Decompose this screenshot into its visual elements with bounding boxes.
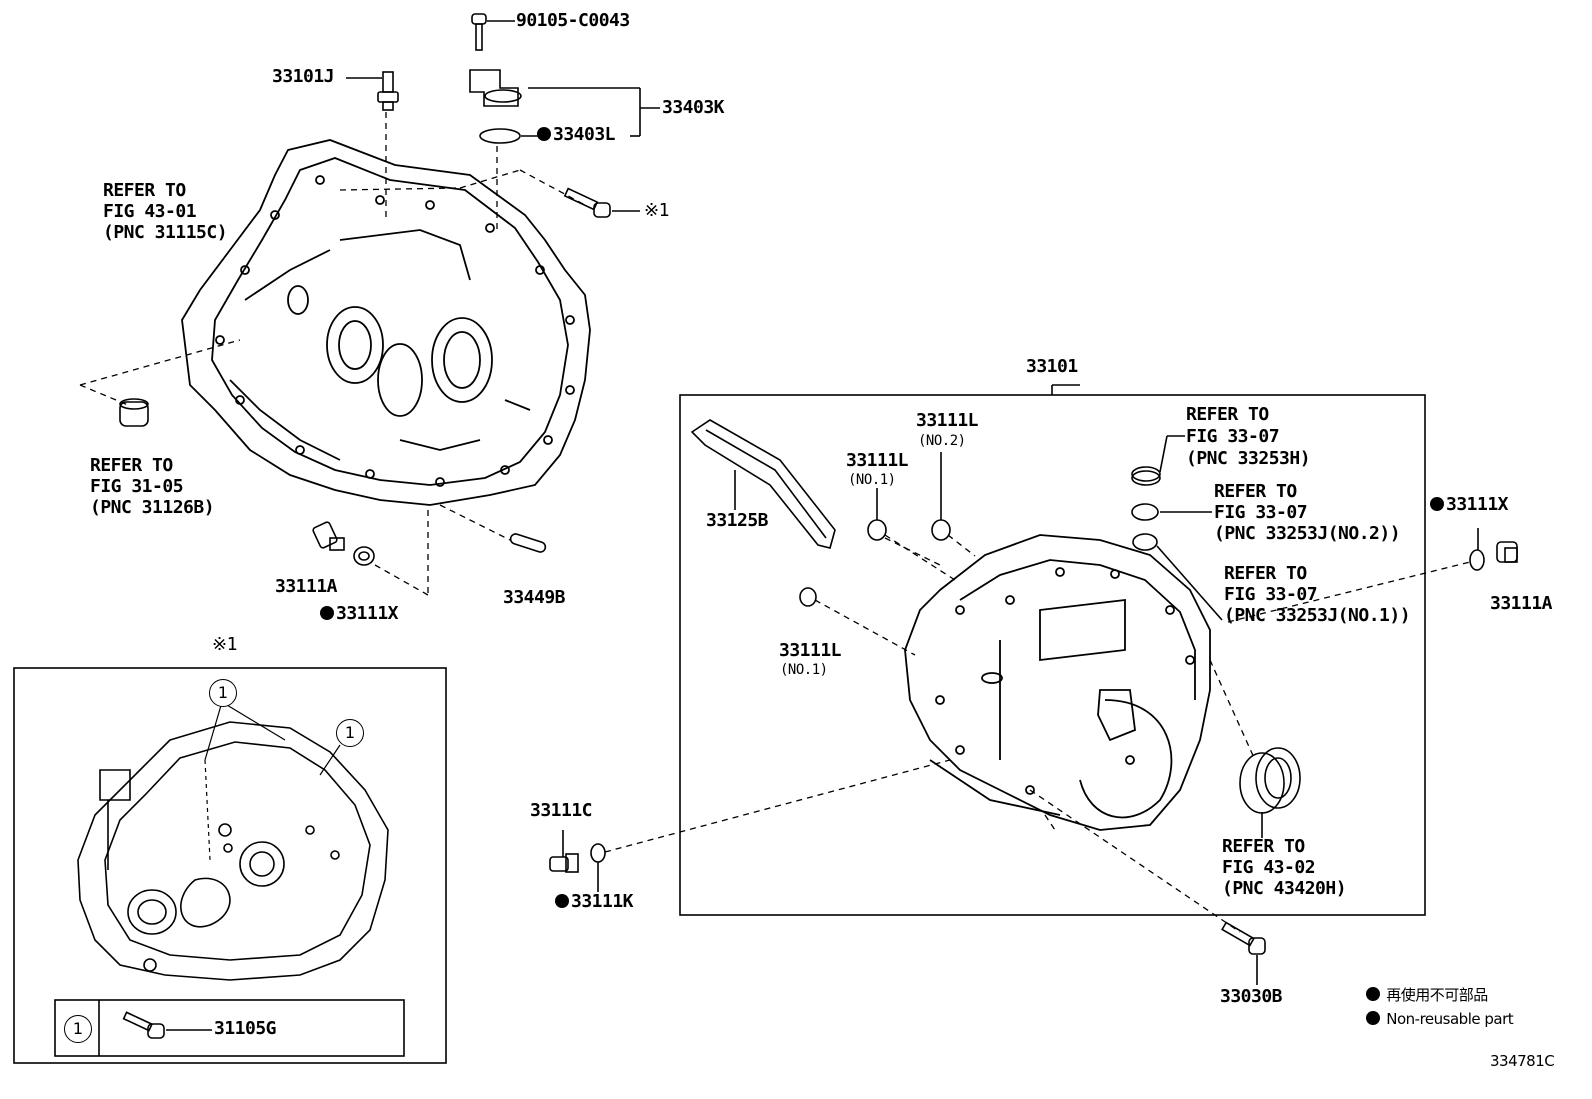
refer-31-05-line1: REFER TO	[90, 455, 173, 476]
transaxle-housing-drawing	[181, 139, 591, 506]
refer-43420H-line3: (PNC 43420H)	[1222, 878, 1347, 899]
seal-33449B-icon	[509, 533, 547, 553]
part-label-33403K: 33403K	[662, 97, 725, 118]
bracket-33125B-icon	[690, 419, 836, 549]
part-label-33403L: 33403L	[537, 124, 616, 146]
seal-33111L-mid-icon	[867, 519, 887, 541]
bolt-31105G-icon	[122, 1011, 212, 1039]
refer-33253J-no2-line3: (PNC 33253J(NO.2))	[1214, 523, 1401, 544]
sleeve-33403K-icon	[469, 69, 660, 137]
part-label-31105G: 31105G	[214, 1018, 277, 1039]
gasket-33111X-right-icon	[1469, 549, 1485, 571]
inset-callout-1b: 1	[336, 719, 364, 747]
legend-dot-icon	[1366, 1011, 1380, 1025]
seal-33111L-top-icon	[931, 519, 951, 541]
refer-33253J-no1-line3: (PNC 33253J(NO.1))	[1224, 605, 1411, 626]
bushing-33253J-no2-icon	[1131, 503, 1159, 521]
refer-43-01-line1: REFER TO	[103, 180, 186, 201]
inset-table-key: 1	[64, 1015, 92, 1043]
part-label-90105-C0043: 90105-C0043	[516, 10, 630, 31]
refer-43420H-line2: FIG 43-02	[1222, 857, 1316, 878]
gasket-33111K-icon	[590, 843, 606, 863]
oil-seal-43420H-icon	[1239, 747, 1301, 838]
part-label-33101: 33101	[1026, 356, 1078, 377]
part-label-33111A-left: 33111A	[275, 576, 338, 597]
refer-33253H-line3: (PNC 33253H)	[1186, 448, 1311, 469]
refer-33253J-no1-line1: REFER TO	[1224, 563, 1307, 584]
refer-33253J-no1-line2: FIG 33-07	[1224, 584, 1318, 605]
non-reusable-dot-icon	[555, 894, 569, 908]
plug-33111C-icon	[549, 853, 579, 873]
non-reusable-dot-icon	[320, 606, 334, 620]
legend-jp: 再使用不可部品	[1366, 984, 1488, 1006]
seal-33111L-low-icon	[799, 587, 817, 607]
refer-33253H-line1: REFER TO	[1186, 404, 1269, 425]
bolt-x1-icon	[563, 187, 640, 218]
refer-31-05-line3: (PNC 31126B)	[90, 497, 215, 518]
bolt-90105-icon	[471, 13, 515, 51]
plug-33111A-right-icon	[1496, 541, 1518, 563]
part-label-33030B: 33030B	[1220, 986, 1283, 1007]
part-label-33449B: 33449B	[503, 587, 566, 608]
non-reusable-dot-icon	[537, 127, 551, 141]
legend-en: Non-reusable part	[1366, 1008, 1514, 1030]
transmission-case-drawing	[904, 534, 1211, 831]
inset-housing-drawing	[77, 721, 389, 981]
inset-table	[54, 999, 405, 1057]
bolt-33030B-icon	[1221, 921, 1266, 985]
part-label-33111L-mid: 33111L	[846, 450, 909, 471]
refer-43-01-line2: FIG 43-01	[103, 201, 197, 222]
part-label-33111X-right: 33111X	[1430, 494, 1509, 516]
non-reusable-dot-icon	[1430, 497, 1444, 511]
mark-x1-label: ※1	[644, 200, 669, 221]
no2-label-top: (NO.2)	[918, 433, 966, 449]
refer-43420H-line1: REFER TO	[1222, 836, 1305, 857]
part-label-33111C: 33111C	[530, 800, 593, 821]
refer-31-05-line2: FIG 31-05	[90, 476, 184, 497]
stud-33101J-icon	[346, 71, 399, 111]
inset-mark-x1: ※1	[212, 634, 237, 655]
plug-33111A-left-icon	[312, 521, 345, 551]
part-label-33125B: 33125B	[706, 510, 769, 531]
part-label-33111X-left: 33111X	[320, 603, 399, 625]
part-label-33111A-right: 33111A	[1490, 593, 1553, 614]
part-label-33111K: 33111K	[555, 891, 634, 913]
bushing-33253J-no1-icon	[1132, 533, 1158, 551]
figure-code: 334781C	[1490, 1052, 1555, 1070]
oring-33403L-icon	[479, 128, 521, 144]
seal-33253H-icon	[1131, 470, 1161, 486]
no1-label-mid: (NO.1)	[848, 472, 896, 488]
no1-label-low: (NO.1)	[780, 662, 828, 678]
refer-33253J-no2-line1: REFER TO	[1214, 481, 1297, 502]
inset-callout-1a: 1	[209, 679, 237, 707]
plug-31126B-icon	[119, 398, 149, 427]
inset-frame	[13, 667, 447, 1064]
legend-dot-icon	[1366, 987, 1380, 1001]
refer-33253J-no2-line2: FIG 33-07	[1214, 502, 1308, 523]
refer-33253H-line2: FIG 33-07	[1186, 426, 1280, 447]
part-label-33101J: 33101J	[272, 66, 335, 87]
part-label-33111L-low: 33111L	[779, 640, 842, 661]
refer-43-01-line3: (PNC 31115C)	[103, 222, 228, 243]
gasket-33111X-left-icon	[353, 546, 375, 566]
part-label-33111L-top: 33111L	[916, 410, 979, 431]
